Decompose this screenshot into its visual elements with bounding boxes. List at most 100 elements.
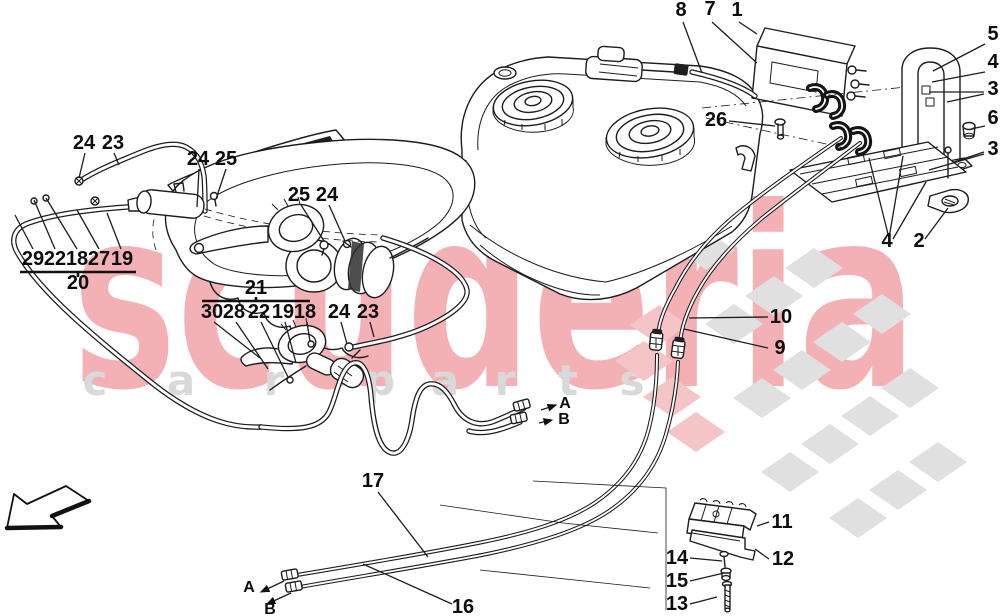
callout-3: 3 [987, 78, 998, 100]
callout-22: 22 [248, 301, 270, 323]
callout-11: 11 [771, 511, 792, 533]
line-art [4, 27, 976, 613]
clamp-bracket-plate [689, 529, 756, 561]
callout-9: 9 [774, 337, 785, 359]
flag-check [733, 378, 791, 418]
leader-line [868, 157, 890, 239]
leader-line [76, 209, 100, 250]
callout-24: 24 [73, 132, 96, 154]
hose-connector [673, 63, 689, 76]
leader-line [688, 316, 769, 319]
leader-line [78, 152, 86, 179]
hose-end-fitting [509, 411, 528, 425]
flag-check [773, 350, 831, 390]
grommet [962, 121, 976, 140]
assembly-axis-line [701, 85, 917, 109]
leader-line [892, 181, 927, 240]
purge-valve-left [14, 144, 384, 427]
callout-29: 29 [22, 248, 44, 270]
direction-arrow [4, 485, 92, 531]
flag-check [829, 498, 887, 538]
tagline-letter: t [558, 356, 578, 405]
pipe-end-fitting [280, 568, 299, 581]
leader-line [306, 321, 311, 343]
assembly-axis-line [705, 117, 855, 151]
callout-24: 24 [328, 301, 351, 323]
callout-28: 28 [223, 301, 245, 323]
callout-6: 6 [987, 107, 998, 129]
fuel-filler-cap [492, 79, 574, 133]
strap-slot [925, 97, 935, 107]
callout-22: 22 [44, 248, 66, 270]
fuel-pipes-upper [648, 136, 862, 360]
flag-check [705, 304, 763, 344]
callout-24: 24 [187, 148, 210, 170]
leader-line [215, 168, 227, 200]
tagline-letter: a [431, 356, 459, 405]
leader-line [196, 168, 200, 208]
leader-line [932, 43, 986, 72]
tagline-letter: r [264, 356, 285, 405]
leader-line [689, 557, 723, 562]
leader-line [888, 155, 904, 239]
flag-check [869, 470, 927, 510]
leader-line [260, 321, 289, 378]
leader-line [689, 596, 718, 605]
leader-line [300, 204, 325, 242]
canister-label-plate [769, 61, 819, 93]
callout-5: 5 [987, 23, 998, 45]
flag-check [667, 412, 725, 452]
leader-line [213, 321, 261, 359]
leader-line [106, 212, 122, 250]
callout-18: 18 [294, 301, 316, 323]
hose-end-fitting [512, 398, 531, 412]
callout-23: 23 [357, 301, 379, 323]
flag-check [801, 424, 859, 464]
rack-slot [883, 147, 902, 160]
bracket-arm [189, 225, 269, 255]
view-arrow [540, 403, 558, 412]
tagline-letter: c [83, 356, 108, 405]
callout-3: 3 [987, 138, 998, 160]
leader-line [328, 204, 346, 242]
callout-13: 13 [666, 593, 688, 615]
callout-4: 4 [987, 51, 999, 73]
view-arrow [538, 418, 554, 426]
callout-19: 19 [272, 301, 294, 323]
canister-port [850, 79, 860, 89]
fuel-tank [460, 45, 764, 301]
callout-1: 1 [731, 0, 742, 21]
flag-check [745, 276, 803, 316]
callout-25: 25 [288, 184, 310, 206]
callout-25: 25 [215, 148, 237, 170]
clamp-screw [307, 340, 315, 348]
leader-line [928, 153, 985, 171]
leader-line [931, 71, 986, 83]
charcoal-canister [751, 27, 870, 117]
flag-check [785, 248, 843, 288]
callout-21: 21 [245, 277, 267, 299]
leader-line [683, 328, 769, 349]
callout-27: 27 [88, 248, 110, 270]
flag-check [853, 294, 911, 334]
view-arrow [265, 592, 292, 605]
leader-line [756, 521, 770, 527]
callout-12: 12 [772, 548, 794, 570]
callout-7: 7 [704, 0, 715, 20]
callout-14: 14 [666, 547, 689, 569]
callout-2: 2 [913, 230, 924, 252]
view-marker-A: A [559, 395, 571, 412]
rack-slot [847, 153, 866, 166]
tagline-letter: r [495, 356, 516, 405]
flag-check [813, 322, 871, 362]
callout-17: 17 [362, 470, 384, 492]
canister-bolt [774, 118, 786, 140]
callout-30: 30 [201, 301, 223, 323]
fuel-filler-cap [605, 107, 696, 166]
leader-line [946, 93, 985, 103]
leader-line [728, 120, 776, 127]
vent-cap [493, 66, 517, 80]
leader-line [953, 151, 985, 163]
